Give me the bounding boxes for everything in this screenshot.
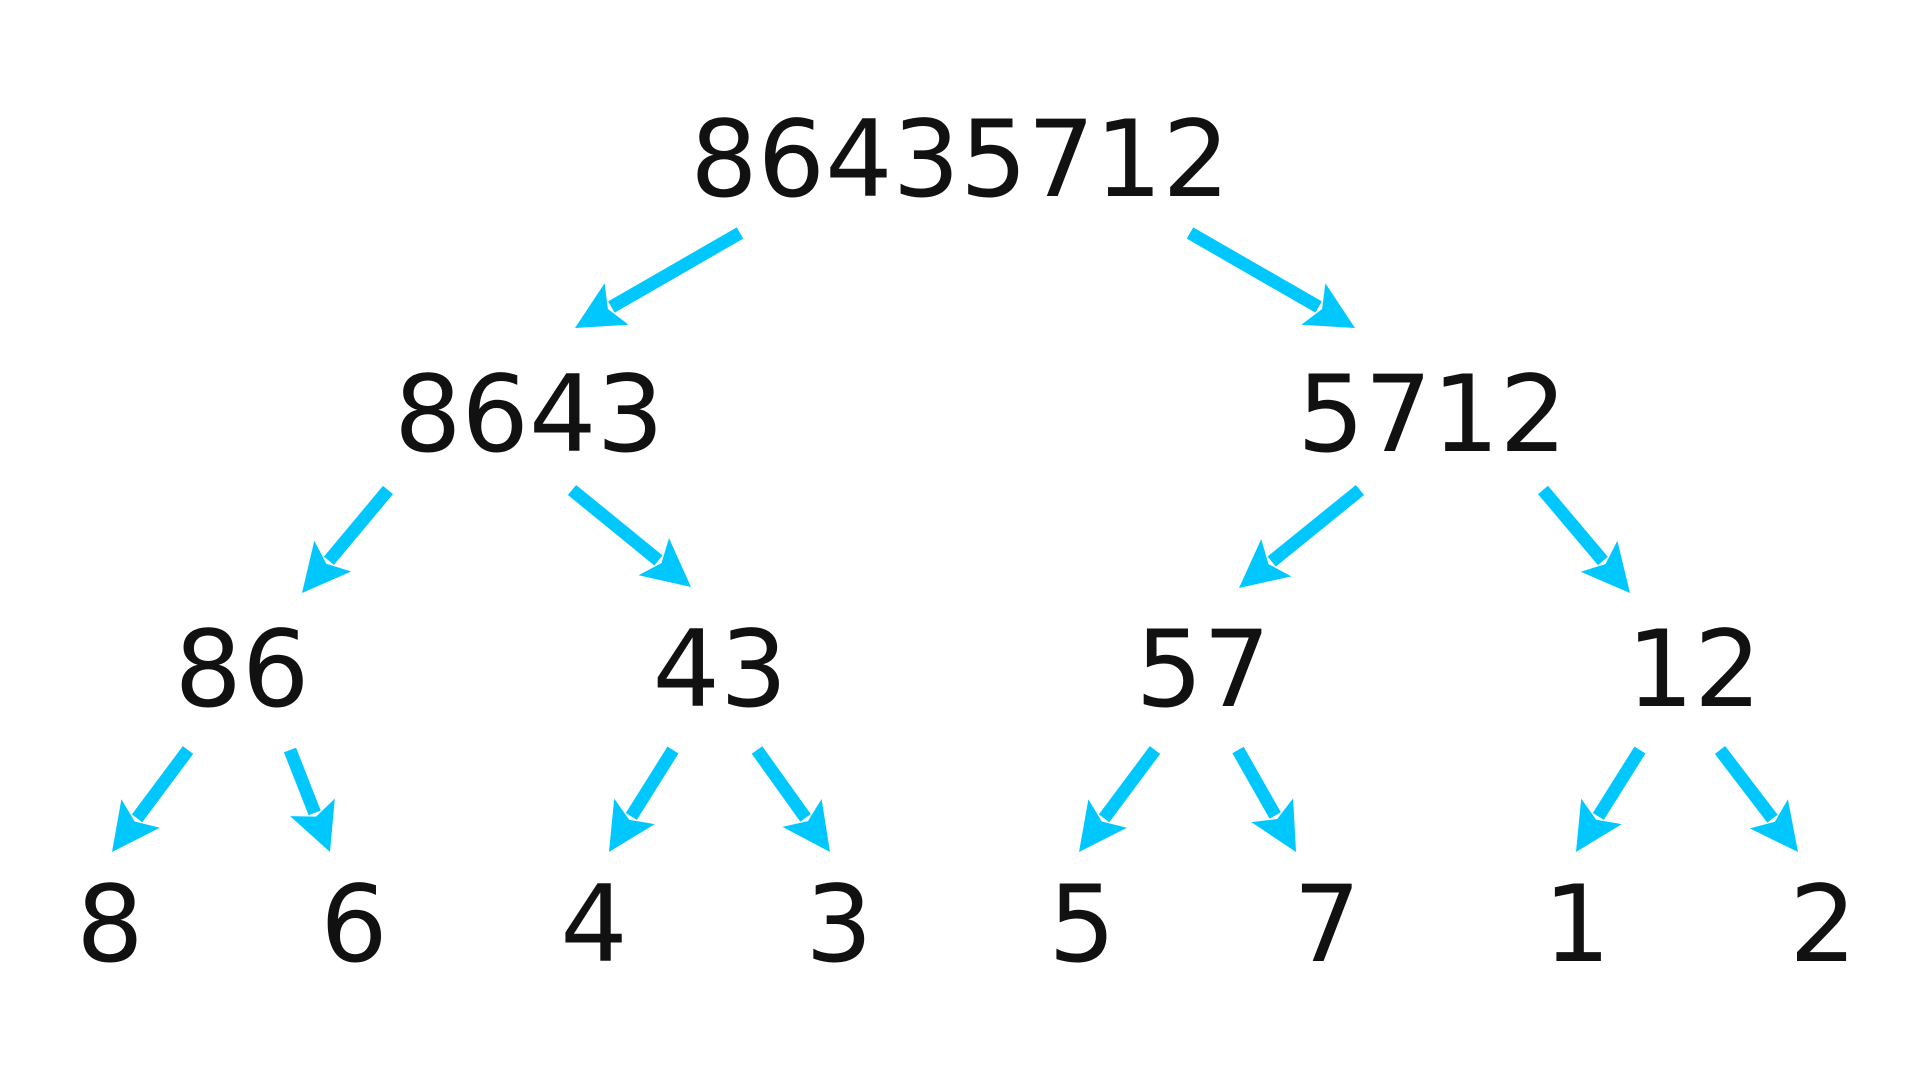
split-arrow-7 xyxy=(112,746,194,852)
arrow-head xyxy=(302,540,352,593)
arrow-head xyxy=(1239,539,1292,588)
arrow-head xyxy=(782,799,830,852)
arrow-shaft xyxy=(1267,484,1365,567)
split-arrow-2 xyxy=(1186,227,1355,328)
node-root: 86435712 xyxy=(690,98,1230,221)
arrow-shaft xyxy=(1186,227,1322,313)
split-arrow-5 xyxy=(1239,484,1365,588)
split-arrow-14 xyxy=(1714,746,1798,852)
split-arrow-6 xyxy=(1538,485,1630,593)
arrow-shaft xyxy=(1098,746,1161,823)
arrow-shaft xyxy=(1592,746,1646,820)
arrow-shaft xyxy=(751,746,811,822)
arrow-head xyxy=(638,538,691,587)
split-arrow-1 xyxy=(575,227,744,328)
split-arrow-13 xyxy=(1576,746,1646,852)
arrow-shaft xyxy=(1538,485,1608,566)
arrow-shaft xyxy=(283,747,321,816)
arrow-shaft xyxy=(608,227,744,313)
node-rr: 12 xyxy=(1626,608,1762,731)
leaf-6: 7 xyxy=(1293,863,1361,986)
split-arrow-10 xyxy=(751,746,830,852)
split-arrow-12 xyxy=(1232,746,1296,852)
leaf-5: 5 xyxy=(1048,863,1116,986)
arrow-shaft xyxy=(1714,746,1778,823)
arrow-shaft xyxy=(1232,746,1281,819)
leaf-4: 3 xyxy=(805,863,873,986)
arrow-head xyxy=(1301,283,1355,328)
leaf-8: 2 xyxy=(1789,863,1857,986)
split-arrow-3 xyxy=(302,485,393,593)
arrow-head xyxy=(112,799,160,852)
arrow-shaft xyxy=(567,484,663,566)
arrow-head xyxy=(1251,798,1296,852)
split-arrow-9 xyxy=(609,746,679,852)
arrow-head xyxy=(1749,799,1798,852)
split-arrow-4 xyxy=(567,484,691,587)
leaf-7: 1 xyxy=(1543,863,1611,986)
arrow-head xyxy=(609,798,655,852)
split-arrow-11 xyxy=(1079,746,1161,852)
node-rl: 57 xyxy=(1135,608,1271,731)
node-right-half: 5712 xyxy=(1297,353,1567,476)
split-arrow-8 xyxy=(283,747,335,852)
leaf-3: 4 xyxy=(560,863,628,986)
arrow-shaft xyxy=(131,746,194,823)
node-left-half: 8643 xyxy=(394,353,664,476)
arrow-head xyxy=(1576,798,1622,852)
arrow-head xyxy=(1079,799,1127,852)
arrow-shaft xyxy=(323,485,393,565)
arrow-shaft xyxy=(625,746,679,820)
node-lr: 43 xyxy=(652,608,788,731)
leaf-2: 6 xyxy=(320,863,388,986)
arrow-head xyxy=(1580,540,1630,593)
leaf-1: 8 xyxy=(76,863,144,986)
arrow-head xyxy=(575,283,629,328)
arrow-head xyxy=(290,798,335,852)
node-ll: 86 xyxy=(174,608,310,731)
